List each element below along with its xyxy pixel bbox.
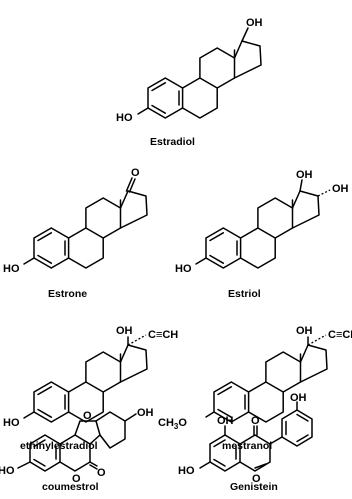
estradiol-17-hydroxyl-label: OH: [246, 17, 263, 29]
estriol-name: Estriol: [228, 288, 261, 300]
ethinylestradiol-structure: OH C≡CH HO: [3, 325, 178, 429]
estradiol-structure: OH HO: [116, 17, 263, 124]
estradiol-name: Estradiol: [150, 136, 195, 148]
coumestrol-lactone-oxygen-label: O: [72, 473, 81, 485]
coumestrol-furan-oxygen-label: O: [83, 410, 92, 422]
estriol-17-hydroxyl-label: OH: [296, 169, 313, 181]
estrone-name: Estrone: [48, 288, 87, 300]
ethinylestradiol-ethynyl-label: C≡CH: [148, 329, 178, 341]
coumestrol-carbonyl-oxygen-label: O: [97, 467, 106, 479]
genistein-ring-oxygen-label: O: [252, 473, 261, 485]
mestranol-methoxy-label: CH3O: [158, 417, 187, 431]
coumestrol-name: coumestrol: [42, 481, 99, 493]
mestranol-17-hydroxyl-label: OH: [296, 325, 313, 337]
mestranol-name: mestranol: [222, 440, 272, 452]
coumestrol-left-hydroxyl-label: HO: [0, 465, 15, 477]
estriol-3-hydroxyl-label: HO: [175, 263, 192, 275]
coumestrol-right-hydroxyl-label: OH: [137, 407, 154, 419]
genistein-7-hydroxyl-label: HO: [178, 465, 195, 477]
estrone-structure: O HO: [3, 167, 148, 275]
genistein-carbonyl-oxygen-label: O: [251, 415, 260, 427]
estriol-16-hydroxyl-label: OH: [332, 183, 349, 195]
mestranol-structure: OH C≡CH CH3O: [158, 325, 352, 431]
mestranol-ethynyl-label: C≡CH: [328, 329, 352, 341]
ethinylestradiol-17-hydroxyl-label: OH: [116, 325, 133, 337]
estrone-17-ketone-label: O: [131, 167, 140, 179]
genistein-5-hydroxyl-label: OH: [217, 415, 234, 427]
genistein-4prime-hydroxyl-label: OH: [290, 392, 307, 404]
coumestrol-structure: O O O OH HO: [0, 407, 154, 485]
estradiol-3-hydroxyl-label: HO: [116, 112, 133, 124]
genistein-structure: OH O O OH HO: [178, 392, 313, 485]
genistein-name: Genistein: [230, 481, 278, 493]
ethinylestradiol-3-hydroxyl-label: HO: [3, 417, 20, 429]
estriol-structure: OH OH HO: [175, 169, 349, 275]
estrone-3-hydroxyl-label: HO: [3, 263, 20, 275]
